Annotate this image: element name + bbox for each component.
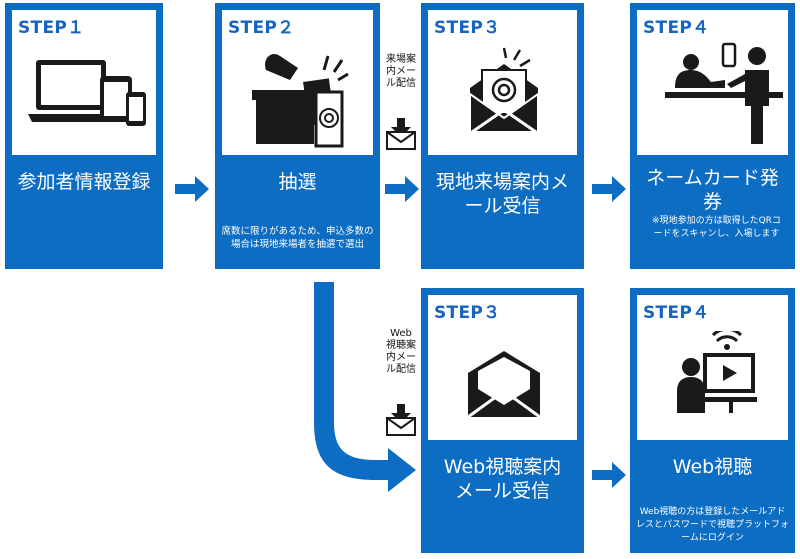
step1-label: STEP１	[18, 18, 85, 38]
mail-download-icon	[386, 118, 416, 150]
web-branch-arrow	[312, 282, 420, 494]
step1-title: 参加者情報登録	[17, 171, 151, 193]
step3-web-label: STEP３	[434, 303, 501, 323]
step4-onsite-label: STEP４	[643, 18, 710, 38]
mail-target-icon	[464, 44, 544, 134]
reception-desk-icon	[665, 40, 783, 150]
envelope-icon	[464, 349, 544, 419]
step3-onsite-label: STEP３	[434, 18, 501, 38]
onsite-mail-label: 来場案内メール配信	[386, 54, 416, 89]
step3-onsite-card: STEP３ 現地来場案内メール受信	[421, 3, 584, 269]
step4-web-title: Web視聴	[672, 456, 753, 478]
step4-onsite-title: ネームカード発券	[646, 167, 779, 213]
step2-card: STEP２ 抽選 席数に限りがあるため、申込多数の場合は現地来場者を抽選で選出	[215, 3, 380, 269]
step3-web-panel: STEP３	[428, 295, 577, 440]
step2-label: STEP２	[228, 18, 295, 38]
flow-arrow-2	[385, 176, 419, 202]
web-viewing-icon	[675, 331, 759, 421]
web-mail-download-icon	[386, 404, 416, 436]
step4-onsite-panel: STEP４	[637, 10, 788, 155]
web-mail-label: Web視聴案内メール配信	[386, 328, 416, 375]
step2-title: 抽選	[278, 171, 317, 193]
step4-onsite-note: ※現地参加の方は取得したQRコードをスキャンし、入場します	[652, 216, 781, 239]
step1-card: STEP１ 参加者情報登録	[5, 3, 163, 269]
step3-web-card: STEP３ Web視聴案内メール受信	[421, 288, 584, 553]
devices-icon	[26, 56, 150, 130]
step3-onsite-title: 現地来場案内メール受信	[435, 171, 569, 217]
step1-panel: STEP１	[12, 10, 156, 155]
step4-web-card: STEP４ Web視聴 Web視聴の方は登録したメールアドレスとパスワードで視聴…	[630, 288, 795, 553]
step4-web-panel: STEP４	[637, 295, 788, 440]
step4-onsite-card: STEP４ ネームカード発券 ※現地参加の方は取得したQRコードをスキャンし、入…	[630, 3, 795, 269]
flow-arrow-3	[592, 176, 626, 202]
flow-arrow-1	[175, 176, 209, 202]
step4-web-note: Web視聴の方は登録したメールアドレスとパスワードで視聴プラットフォームにログイ…	[636, 507, 790, 543]
flow-arrow-4	[592, 462, 626, 488]
step2-panel: STEP２	[222, 10, 373, 155]
step4-web-label: STEP４	[643, 303, 710, 323]
step3-web-title: Web視聴案内メール受信	[443, 456, 562, 502]
step3-onsite-panel: STEP３	[428, 10, 577, 155]
lottery-box-icon	[250, 40, 350, 150]
step2-note: 席数に限りがあるため、申込多数の場合は現地来場者を抽選で選出	[221, 226, 374, 250]
